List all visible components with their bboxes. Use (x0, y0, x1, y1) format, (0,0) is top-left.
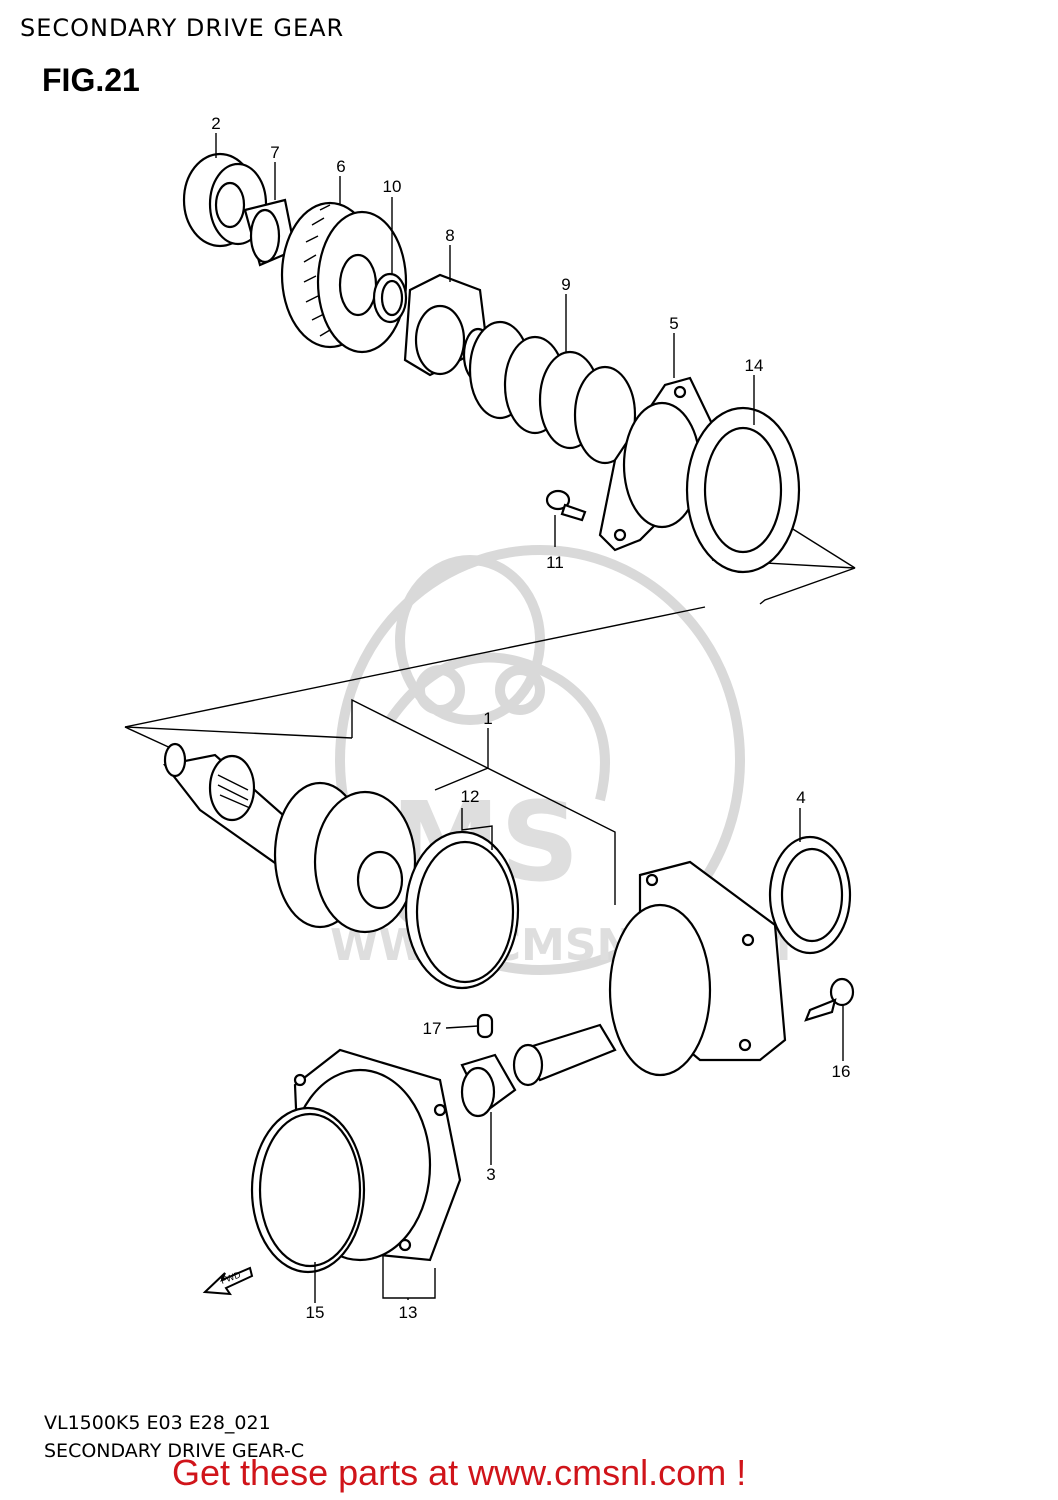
callout-5: 5 (669, 314, 678, 333)
callout-8: 8 (445, 226, 454, 245)
callout-2: 2 (211, 114, 220, 133)
promo-link[interactable]: Get these parts at www.cmsnl.com ! (172, 1452, 747, 1493)
forward-direction-icon: FWD (202, 1266, 254, 1296)
callout-17: 17 (423, 1019, 442, 1038)
page-title: SECONDARY DRIVE GEAR (20, 14, 345, 42)
callout-14: 14 (745, 356, 764, 375)
gear-housing (512, 860, 787, 1087)
callout-4: 4 (796, 788, 805, 807)
callout-12: 12 (461, 787, 480, 806)
leader-lines (215, 133, 844, 1303)
callout-1: 1 (483, 709, 492, 728)
callout-3: 3 (486, 1165, 495, 1184)
guide-line (787, 525, 856, 569)
callout-11: 11 (546, 553, 564, 572)
oil-seal-part-4 (768, 835, 852, 955)
diagram-caption: SECONDARY DRIVE GEAR-C (44, 1440, 305, 1462)
bolt-part-16 (804, 977, 855, 1022)
callout-13: 13 (399, 1303, 418, 1322)
shaft-gear-part-1 (163, 742, 417, 934)
guide-line (351, 698, 616, 905)
dowel-part-17 (476, 1013, 494, 1039)
spring-part-9 (468, 320, 637, 465)
model-code: VL1500K5 E03 E28_021 (44, 1412, 271, 1434)
shim-part-14 (685, 406, 801, 574)
guide-line (711, 559, 856, 605)
collar-part-7 (243, 198, 297, 267)
figure-number: FIG.21 (42, 62, 140, 98)
guide-line (124, 726, 176, 751)
shim-part-12 (404, 830, 520, 990)
callout-10: 10 (383, 177, 402, 196)
guide-line (124, 606, 706, 739)
callout-7: 7 (270, 143, 279, 162)
callout-9: 9 (561, 275, 570, 294)
circlip-part-10 (372, 272, 408, 324)
watermark-logo (335, 545, 745, 975)
bolt-part-11 (545, 489, 587, 522)
callout-16: 16 (832, 1062, 851, 1081)
o-ring-part-15 (250, 1106, 366, 1274)
spacer-part-3 (460, 1053, 517, 1118)
callout-6: 6 (336, 157, 345, 176)
callout-15: 15 (306, 1303, 325, 1322)
